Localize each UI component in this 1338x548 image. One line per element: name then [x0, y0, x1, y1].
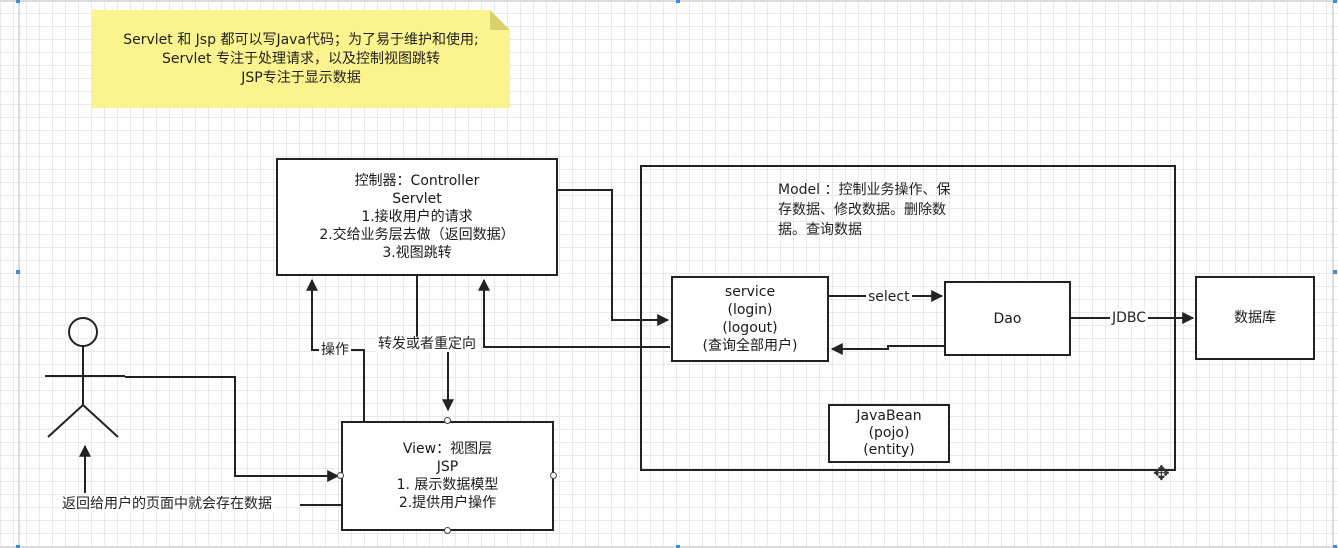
edge-label-operate: 操作: [319, 342, 351, 358]
model-title: Model ：控制业务操作、保 存数据、修改数据。删除数 据。查询数据: [778, 180, 1028, 240]
selection-handle[interactable]: [676, 545, 680, 548]
canvas-border-right: [1332, 0, 1334, 548]
model-title-line-2: 存数据、修改数据。删除数: [778, 202, 946, 218]
edge-controller-to-service: [557, 189, 670, 326]
controller-step-1: 1.接收用户的请求: [361, 209, 473, 225]
controller-step-2: 2.交给业务层去做（返回数据）: [319, 227, 515, 243]
sticky-note[interactable]: Servlet 和 Jsp 都可以写Java代码；为了易于维护和使用; Serv…: [92, 10, 510, 108]
view-connection-port[interactable]: [444, 527, 451, 534]
service-login: (login): [727, 302, 773, 318]
edge-label-jdbc: JDBC: [1110, 310, 1149, 326]
dao-label: Dao: [993, 310, 1022, 327]
selection-handle[interactable]: [1333, 270, 1337, 274]
view-box[interactable]: View：视图层 JSP 1. 展示数据模型 2.提供用户操作: [341, 421, 554, 531]
selection-handle[interactable]: [1333, 0, 1337, 3]
view-title: View：视图层: [402, 441, 493, 457]
view-step-1: 1. 展示数据模型: [396, 477, 499, 493]
javabean-entity: (entity): [863, 442, 915, 458]
javabean-pojo: (pojo): [868, 425, 910, 441]
view-step-2: 2.提供用户操作: [398, 495, 497, 511]
edge-dao-to-service: [830, 343, 944, 355]
controller-subtitle: Servlet: [392, 191, 442, 207]
controller-title: 控制器：Controller: [354, 173, 480, 189]
selection-handle[interactable]: [1333, 545, 1337, 548]
controller-step-3: 3.视图跳转: [382, 245, 452, 261]
database-label: 数据库: [1234, 310, 1276, 326]
database-box[interactable]: 数据库: [1195, 276, 1315, 360]
model-title-line-3: 据。查询数据: [778, 222, 862, 238]
javabean-title: JavaBean: [856, 408, 922, 424]
service-logout: (logout): [722, 320, 778, 336]
canvas-border-top: [0, 0, 1338, 2]
view-subtitle: JSP: [436, 459, 459, 475]
selection-handle[interactable]: [676, 0, 680, 3]
edge-label-return-page: 返回给用户的页面中就会存在数据: [60, 496, 274, 512]
stick-figure-actor-icon[interactable]: [45, 317, 125, 438]
canvas-border-left: [18, 0, 20, 548]
view-connection-port[interactable]: [337, 472, 344, 479]
canvas-border-bottom: [0, 546, 1338, 548]
note-line-2: Servlet 专注于处理请求，以及控制视图跳转: [162, 50, 440, 67]
selection-handle[interactable]: [16, 0, 20, 3]
view-connection-port[interactable]: [444, 417, 451, 424]
view-connection-port[interactable]: [550, 472, 557, 479]
model-title-line-1: Model ：控制业务操作、保: [778, 182, 951, 198]
selection-handle[interactable]: [16, 270, 20, 274]
edge-label-select: select: [866, 289, 912, 305]
service-title: service: [724, 284, 776, 300]
controller-box[interactable]: 控制器：Controller Servlet 1.接收用户的请求 2.交给业务层…: [276, 158, 558, 276]
move-cursor-icon: ✥: [1153, 461, 1170, 485]
service-query-all: (查询全部用户): [702, 338, 798, 354]
edge-label-forward-redirect: 转发或者重定向: [376, 336, 478, 352]
note-line-3: JSP专注于显示数据: [241, 69, 361, 86]
javabean-box[interactable]: JavaBean (pojo) (entity): [828, 404, 950, 463]
selection-handle[interactable]: [16, 545, 20, 548]
service-box[interactable]: service (login) (logout) (查询全部用户): [671, 276, 829, 362]
edge-service-to-controller: [478, 278, 670, 348]
edge-actor-to-view: [125, 376, 340, 482]
dao-box[interactable]: Dao: [944, 281, 1071, 356]
note-line-1: Servlet 和 Jsp 都可以写Java代码；为了易于维护和使用;: [123, 31, 479, 48]
